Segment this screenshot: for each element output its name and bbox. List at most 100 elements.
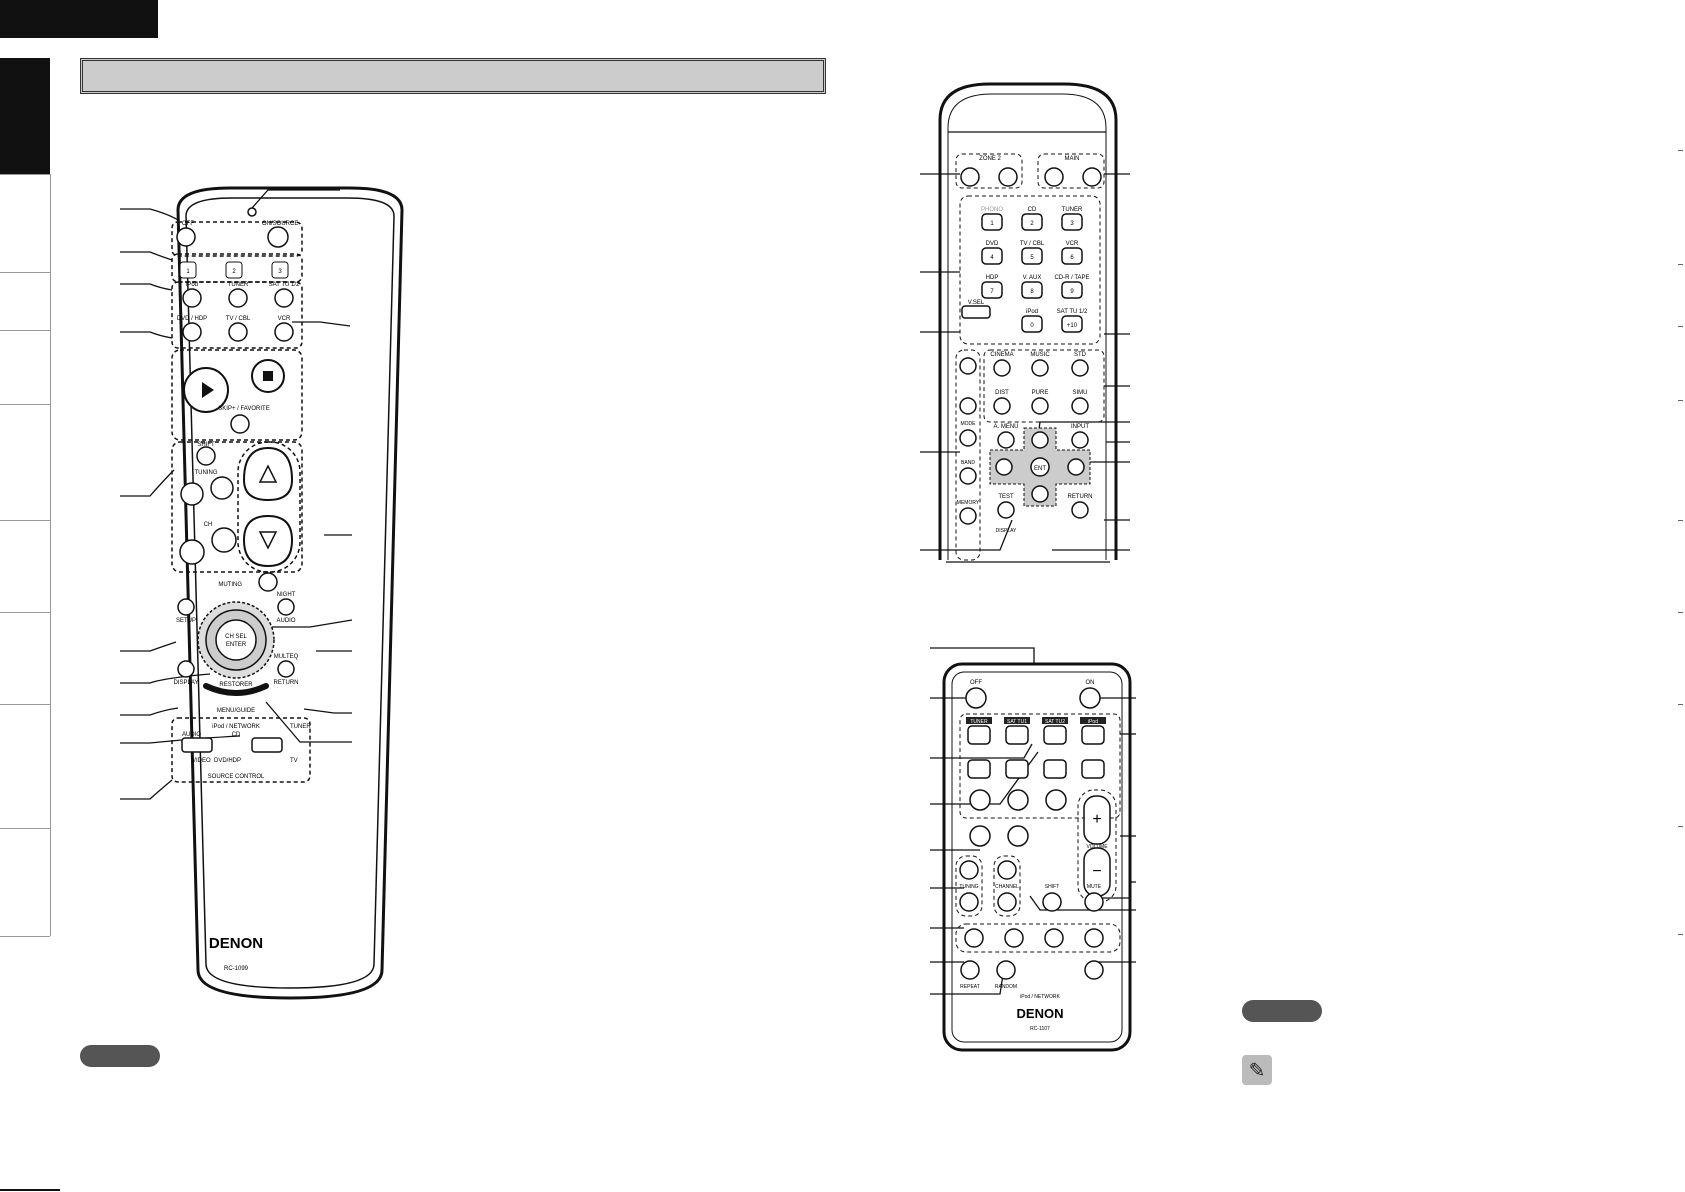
svg-text:AUDIO: AUDIO [276, 618, 295, 624]
svg-text:TUNER: TUNER [970, 719, 988, 725]
svg-text:RETURN: RETURN [274, 680, 299, 686]
svg-text:VCR: VCR [278, 316, 291, 322]
numpad-key-label: PHONO [981, 207, 1003, 213]
svg-text:RC-1107: RC-1107 [1030, 1026, 1050, 1032]
svg-text:MUSIC: MUSIC [1030, 352, 1050, 358]
numpad-key-label: V. AUX [1023, 275, 1042, 281]
svg-text:TUNER: TUNER [228, 282, 249, 288]
svg-text:ENTER: ENTER [226, 642, 247, 648]
svg-text:INPUT: INPUT [1071, 424, 1089, 430]
svg-text:MENU/GUIDE: MENU/GUIDE [217, 708, 255, 714]
numpad-key[interactable] [981, 213, 1003, 231]
svg-text:CHANNEL: CHANNEL [995, 884, 1019, 890]
numpad-key[interactable] [1021, 315, 1043, 333]
numpad-key[interactable] [1061, 213, 1083, 231]
pencil-icon: ✎ [1242, 1055, 1272, 1085]
svg-text:VIDEO: VIDEO [192, 758, 211, 764]
svg-text:DIST: DIST [995, 390, 1009, 396]
svg-text:DENON: DENON [209, 935, 263, 952]
numpad-key-number: 5 [1030, 255, 1034, 261]
numpad-key-label: DVD [986, 241, 999, 247]
svg-text:SETUP: SETUP [176, 618, 196, 624]
numpad-key-number: 9 [1070, 289, 1074, 295]
svg-text:OFF: OFF [182, 221, 194, 227]
svg-text:BAND: BAND [961, 460, 975, 466]
numpad-key[interactable] [1021, 247, 1043, 265]
svg-text:DENON: DENON [1017, 1006, 1064, 1021]
svg-text:NIGHT: NIGHT [277, 592, 296, 598]
svg-text:SKIP+ / FAVORITE: SKIP+ / FAVORITE [218, 406, 269, 412]
svg-text:CH: CH [204, 522, 213, 528]
svg-text:1: 1 [186, 269, 190, 275]
svg-text:CINEMA: CINEMA [990, 352, 1013, 358]
numpad-key-label: iPod [1026, 309, 1038, 315]
svg-text:CH SEL: CH SEL [225, 634, 247, 640]
numpad-key-label: TV / CBL [1020, 241, 1045, 247]
numpad-key-label: TUNER [1062, 207, 1083, 213]
svg-text:RC-1099: RC-1099 [224, 966, 249, 972]
numpad-key-number: +10 [1067, 323, 1078, 329]
svg-text:SHIFT: SHIFT [197, 442, 215, 448]
numpad-key[interactable] [1021, 213, 1043, 231]
svg-text:AUDIO: AUDIO [182, 732, 201, 738]
numpad-key[interactable] [1021, 281, 1043, 299]
svg-text:SOURCE CONTROL: SOURCE CONTROL [208, 774, 265, 780]
side-tab-column [0, 174, 51, 937]
svg-text:−: − [1092, 863, 1101, 880]
note-label-pill [80, 1045, 160, 1067]
numpad-key[interactable] [1061, 315, 1083, 333]
svg-text:MEMORY: MEMORY [957, 500, 980, 506]
svg-text:TUNING: TUNING [195, 470, 218, 476]
svg-text:VOLUME: VOLUME [1086, 844, 1108, 850]
svg-text:TV / CBL: TV / CBL [226, 316, 251, 322]
svg-text:OFF: OFF [970, 680, 982, 686]
numpad-key[interactable] [1061, 281, 1083, 299]
numpad-key-label: CD-R / TAPE [1054, 275, 1089, 281]
svg-text:V.SEL: V.SEL [968, 300, 985, 306]
side-tab-active [0, 58, 50, 174]
numpad-key-number: 4 [990, 255, 994, 261]
svg-text:RANDOM: RANDOM [995, 984, 1017, 990]
svg-text:STD: STD [1074, 352, 1087, 358]
svg-text:iPod: iPod [186, 282, 198, 288]
numpad-key-number: 1 [990, 221, 994, 227]
svg-text:ENT: ENT [1034, 466, 1046, 472]
numpad-key[interactable] [981, 281, 1003, 299]
svg-text:ZONE 2: ZONE 2 [979, 156, 1001, 162]
svg-text:MUTE: MUTE [1087, 884, 1102, 890]
svg-text:TEST: TEST [998, 494, 1014, 500]
svg-text:TV: TV [290, 758, 298, 764]
numpad-key-number: 6 [1070, 255, 1074, 261]
svg-text:iPod: iPod [1088, 719, 1098, 725]
numpad-key-number: 7 [990, 289, 994, 295]
numpad-key-number: 2 [1030, 221, 1034, 227]
svg-text:SHIFT: SHIFT [1045, 884, 1059, 890]
svg-text:DISPLAY: DISPLAY [996, 528, 1017, 534]
svg-text:MUTING: MUTING [218, 582, 242, 588]
svg-text:DVD / HDP: DVD / HDP [177, 316, 207, 322]
svg-text:MAIN: MAIN [1065, 156, 1080, 162]
svg-text:PURE: PURE [1032, 390, 1049, 396]
numpad-key[interactable] [1061, 247, 1083, 265]
numpad-key-number: 8 [1030, 289, 1034, 295]
svg-text:SAT TU2: SAT TU2 [1045, 719, 1065, 725]
svg-text:SAT TU 1/2: SAT TU 1/2 [269, 282, 300, 288]
header-black-tab [0, 0, 158, 38]
svg-text:REPEAT: REPEAT [960, 984, 980, 990]
svg-text:RESTORER: RESTORER [219, 682, 253, 688]
numpad-key[interactable] [981, 247, 1003, 265]
svg-text:TUNER: TUNER [290, 724, 311, 730]
numpad-key-label: HDP [986, 275, 999, 281]
numpad-key-label: VCR [1066, 241, 1079, 247]
footer-rule [0, 1189, 60, 1191]
svg-text:2: 2 [232, 269, 236, 275]
svg-text:TUNING: TUNING [959, 884, 978, 890]
numpad-key-label: CD [1028, 207, 1037, 213]
svg-text:iPod / NETWORK: iPod / NETWORK [1020, 994, 1060, 1000]
svg-text:CD: CD [232, 732, 241, 738]
numpad-key-number: 0 [1030, 323, 1034, 329]
svg-text:DVD/HDP: DVD/HDP [214, 758, 241, 764]
svg-text:ON: ON [1086, 680, 1095, 686]
